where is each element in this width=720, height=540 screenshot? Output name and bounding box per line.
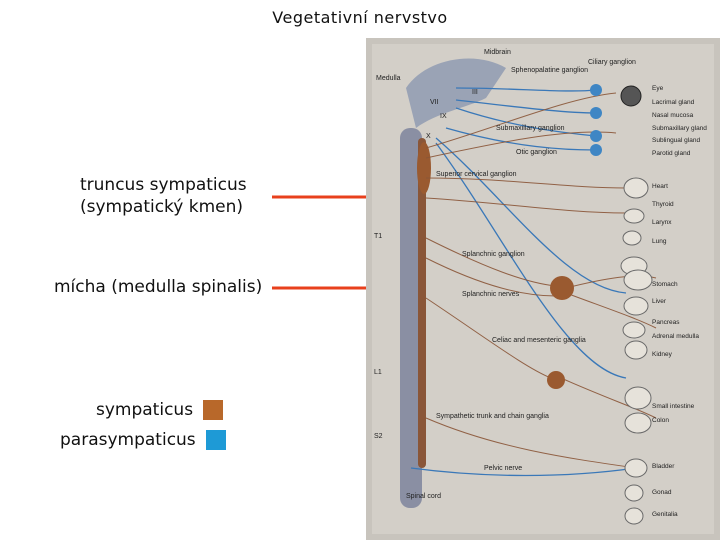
organ-label: Gonad — [652, 489, 672, 496]
diagram-panel — [372, 44, 714, 534]
fig-label-t1: T1 — [374, 233, 382, 240]
fig-label-splanchnic-nerves: Splanchnic nerves — [462, 291, 520, 298]
organ-label: Nasal mucosa — [652, 112, 694, 119]
organ-label: Liver — [652, 298, 667, 305]
spinal-cord — [400, 128, 422, 508]
fig-label-splanchnic-ganglion: Splanchnic ganglion — [462, 251, 525, 258]
fig-label-ciliary: Ciliary ganglion — [588, 59, 636, 66]
label-truncus: truncus sympaticus (sympatický kmen) — [80, 174, 247, 218]
fig-label-x: X — [426, 133, 431, 140]
label-truncus-line2: (sympatický kmen) — [80, 197, 244, 217]
eye — [620, 85, 642, 107]
fig-label-medulla: Medulla — [376, 75, 401, 82]
fig-label-midbrain: Midbrain — [484, 49, 511, 56]
parasympathetic-ganglia — [590, 84, 602, 156]
fig-label-spinal-cord: Spinal cord — [406, 493, 441, 500]
fig-label-iii: III — [472, 89, 478, 96]
fig-label-otic: Otic ganglion — [516, 149, 557, 156]
label-truncus-line1: truncus sympaticus — [80, 175, 247, 195]
organ-label: Submaxillary gland — [652, 125, 707, 132]
page-title: Vegetativní nervstvo — [272, 8, 448, 27]
organ-label: Parotid gland — [652, 150, 691, 157]
organ-label: Bladder — [652, 463, 675, 470]
legend-sympaticus-label: sympaticus — [96, 400, 194, 420]
organ-label: Lacrimal gland — [652, 99, 695, 106]
organs — [620, 177, 653, 525]
autonomic-nervous-system-diagram: Medulla T1 L1 S2 III VII IX X Midbrain S… — [366, 38, 720, 540]
organ-label: Eye — [652, 85, 664, 92]
superior-cervical-ganglion — [417, 142, 431, 194]
fig-label-l1: L1 — [374, 369, 382, 376]
mesenteric-ganglion — [547, 371, 565, 389]
fig-label-sphenopalatine: Sphenopalatine ganglion — [511, 67, 588, 74]
fig-label-superior-cervical: Superior cervical ganglion — [436, 171, 517, 178]
legend-parasympaticus-label: parasympaticus — [60, 430, 196, 450]
label-micha: mícha (medulla spinalis) — [54, 277, 263, 297]
fig-label-submaxillary-ganglion: Submaxillary ganglion — [496, 125, 565, 132]
organ-label: Larynx — [652, 219, 672, 226]
legend-parasympaticus: parasympaticus — [60, 430, 226, 450]
organ-label: Sublingual gland — [652, 137, 700, 144]
fig-label-vii: VII — [430, 99, 439, 106]
legend-sympaticus: sympaticus — [96, 400, 224, 420]
fig-label-s2: S2 — [374, 433, 383, 440]
organ-label: Genitalia — [652, 511, 678, 518]
celiac-ganglion — [550, 276, 574, 300]
sympathetic-trunk — [418, 138, 426, 468]
parasympathetic-cranial-nerves — [410, 87, 637, 477]
organ-label: Adrenal medulla — [652, 333, 699, 340]
organ-label: Colon — [652, 417, 669, 424]
legend-sympaticus-swatch — [203, 400, 224, 420]
fig-label-ix: IX — [440, 113, 447, 120]
organ-label: Lung — [652, 238, 667, 245]
organ-label: Small intestine — [652, 403, 695, 410]
legend-parasympaticus-swatch — [205, 430, 226, 450]
fig-label-celiac: Celiac and mesenteric ganglia — [492, 337, 586, 344]
organ-label: Pancreas — [652, 319, 680, 326]
organ-label: Thyroid — [652, 201, 674, 208]
brainstem — [406, 58, 506, 128]
organ-label: Stomach — [652, 281, 678, 288]
fig-label-sympathetic-trunk: Sympathetic trunk and chain ganglia — [436, 413, 549, 420]
organ-label: Heart — [652, 183, 668, 190]
organ-label: Kidney — [652, 351, 673, 358]
fig-label-pelvic-nerve: Pelvic nerve — [484, 465, 522, 472]
